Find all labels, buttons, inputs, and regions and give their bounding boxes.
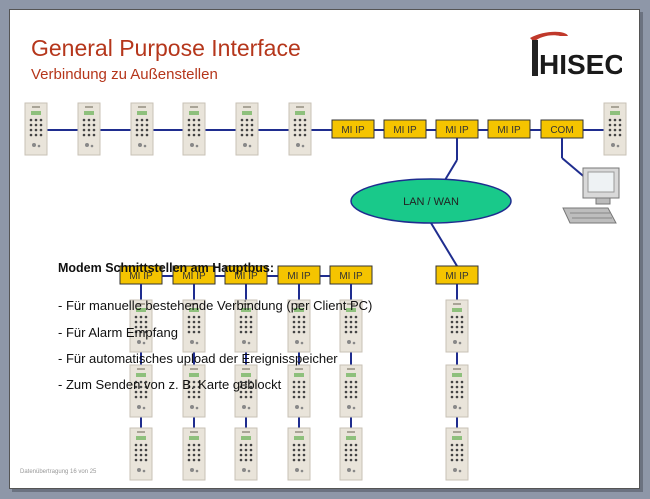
slide-subtitle: Verbindung zu Außenstellen — [31, 66, 218, 83]
logo-bar — [532, 40, 538, 76]
logo-swoosh — [530, 31, 568, 42]
slide-title: General Purpose Interface — [31, 35, 301, 61]
reader-top-5 — [235, 102, 259, 156]
module-top-2: MI IP — [383, 119, 427, 139]
cloud-down-link — [430, 222, 458, 267]
reader-top-right — [603, 102, 627, 156]
svg-text:COM: COM — [550, 125, 573, 136]
logo-text: HISEC — [539, 49, 622, 78]
bullet-2: - Für Alarm Empfang — [58, 325, 178, 340]
module-top-1: MI IP — [331, 119, 375, 139]
module-lower-3: MI IP — [224, 265, 268, 285]
module-lower-4: MI IP — [277, 265, 321, 285]
bullet-4: - Zum Senden von z. B. Karte geblockt — [58, 377, 282, 392]
bullet-1: - Für manuelle bestehende Verbindung (pe… — [58, 298, 373, 313]
reader-grid-3-2 — [182, 427, 206, 481]
reader-top-4 — [182, 102, 206, 156]
com-module: COM — [540, 119, 584, 139]
module-lower-5: MI IP — [329, 265, 373, 285]
reader-top-3 — [130, 102, 154, 156]
modem-heading: Modem Schnittstellen am Hauptbus: — [58, 261, 274, 275]
reader-grid-3-3 — [234, 427, 258, 481]
slide: General Purpose Interface Verbindung zu … — [9, 9, 640, 489]
client-pc-icon — [562, 167, 620, 224]
svg-text:MI IP: MI IP — [234, 271, 258, 282]
svg-text:MI IP: MI IP — [393, 125, 417, 136]
reader-grid-3-1 — [129, 427, 153, 481]
reader-grid-3-4 — [287, 427, 311, 481]
bullet-3: - Für automatisches upload der Ereigniss… — [58, 351, 338, 366]
cloud-label: LAN / WAN — [403, 196, 459, 208]
module-top-4: MI IP — [487, 119, 531, 139]
reader-grid-1-6 — [445, 299, 469, 353]
mi3-cloud-link-b — [444, 159, 458, 181]
svg-text:MI IP: MI IP — [497, 125, 521, 136]
hisec-logo: HISEC — [530, 31, 622, 78]
reader-top-2 — [77, 102, 101, 156]
reader-top-6 — [288, 102, 312, 156]
network-diagram: MI IP MI IP MI IP MI IP COM — [24, 102, 627, 481]
module-top-3: MI IP — [435, 119, 479, 139]
svg-text:MI IP: MI IP — [341, 125, 365, 136]
reader-grid-2-6 — [445, 364, 469, 418]
svg-text:MI IP: MI IP — [339, 271, 363, 282]
reader-grid-3-5 — [339, 427, 363, 481]
svg-text:MI IP: MI IP — [445, 271, 469, 282]
reader-grid-2-5 — [339, 364, 363, 418]
svg-text:MI IP: MI IP — [182, 271, 206, 282]
module-lower-2: MI IP — [172, 265, 216, 285]
svg-text:MI IP: MI IP — [445, 125, 469, 136]
svg-text:MI IP: MI IP — [129, 271, 153, 282]
reader-grid-2-4 — [287, 364, 311, 418]
reader-grid-3-6 — [445, 427, 469, 481]
svg-text:MI IP: MI IP — [287, 271, 311, 282]
reader-top-1 — [24, 102, 48, 156]
slide-footer: Datenübertragung 16 von 25 — [20, 469, 97, 475]
module-right-column: MI IP — [435, 265, 479, 285]
